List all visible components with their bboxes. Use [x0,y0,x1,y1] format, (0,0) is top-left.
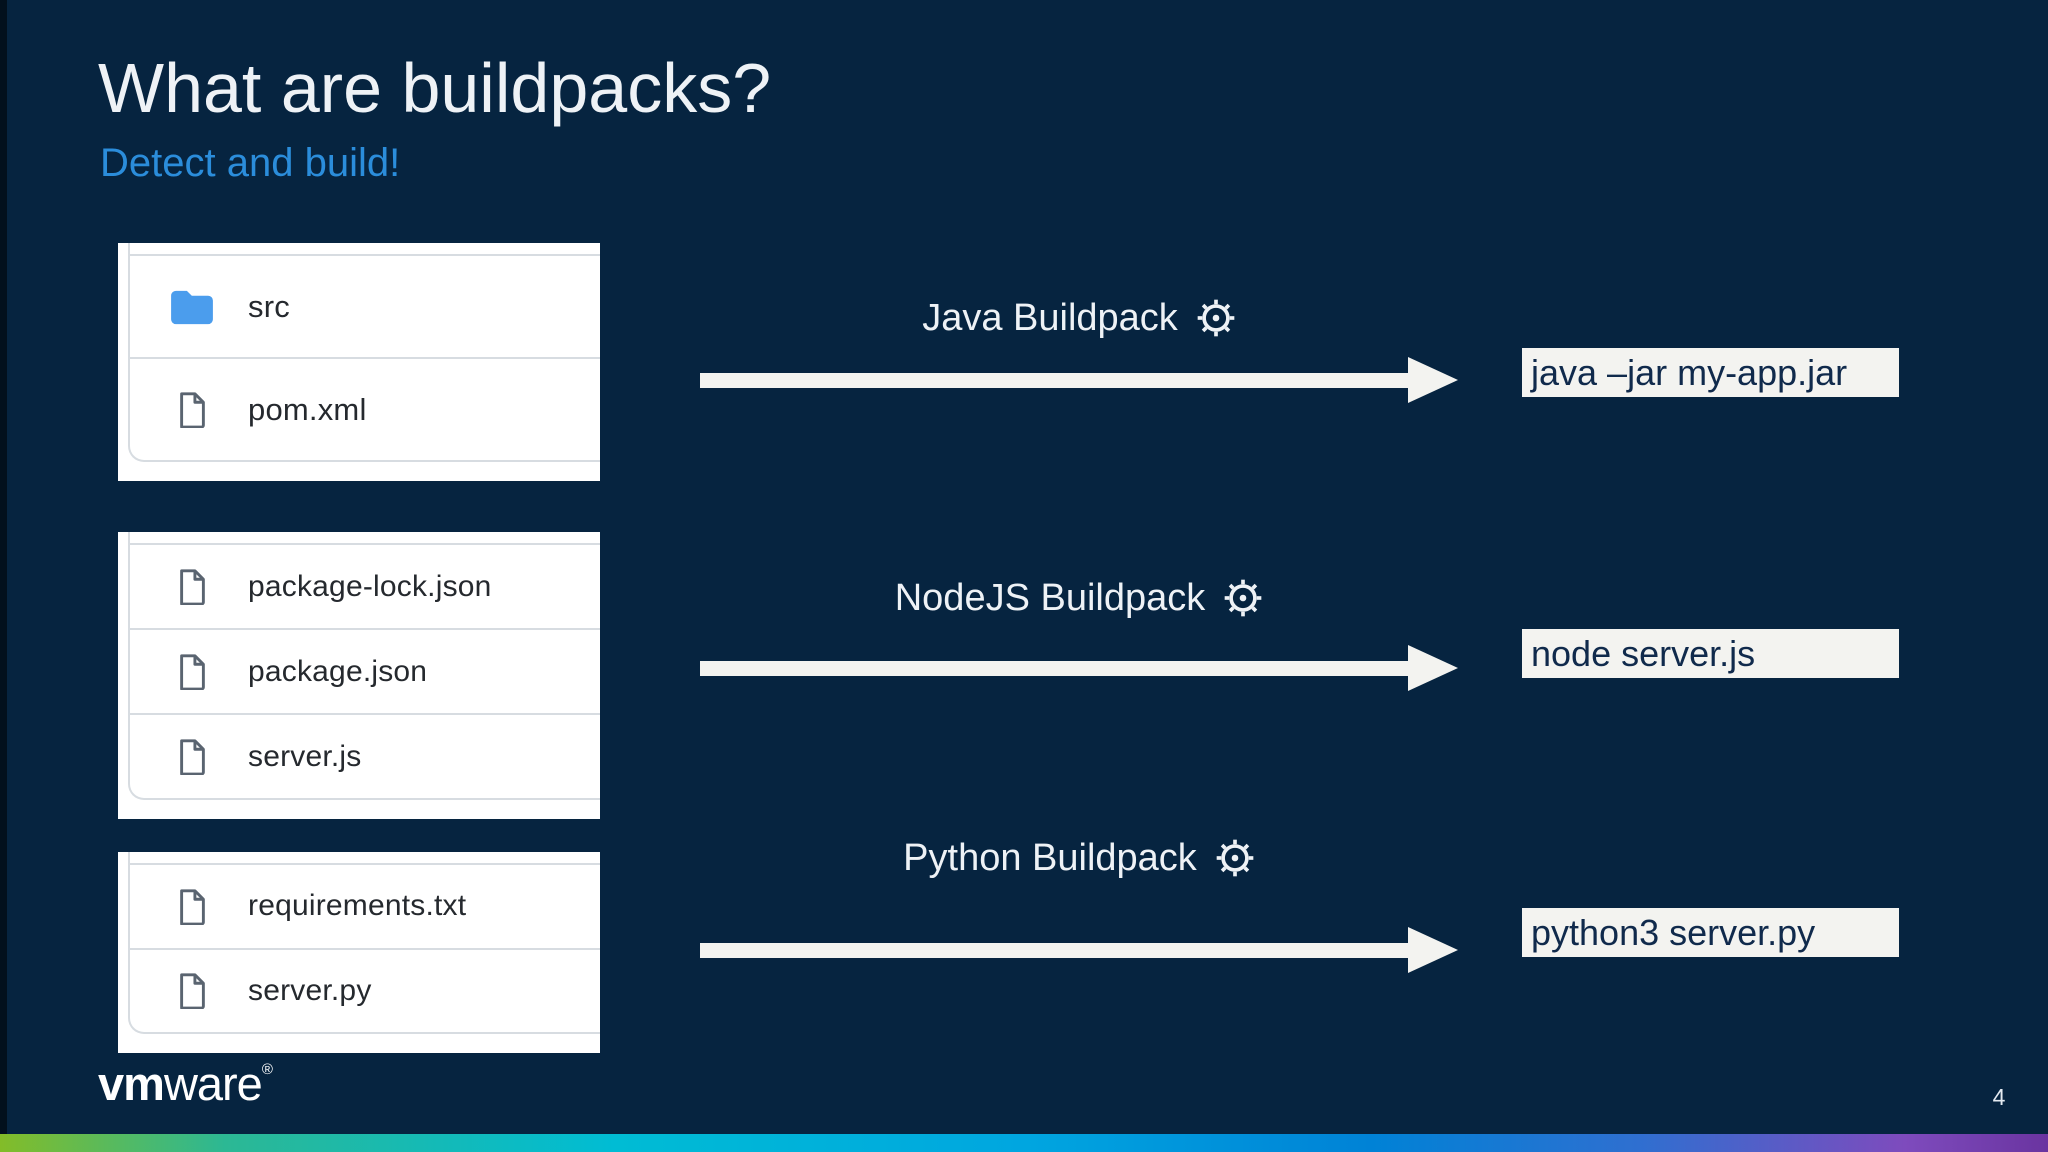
file-name: server.py [248,973,372,1007]
arrow-head [1408,645,1458,691]
file-row-src: src [130,256,600,359]
arrow-shaft [700,661,1408,676]
vmware-logo: vmware® [98,1056,273,1111]
file-row-requirements: requirements.txt [130,865,600,950]
file-name: package.json [248,654,428,688]
file-icon [168,888,216,925]
buildpack-name: Java Buildpack [922,296,1178,339]
file-list-card-python: requirements.txt server.py [118,852,600,1053]
file-icon [168,391,216,428]
file-list-card-nodejs: package-lock.json package.json [118,532,600,819]
file-icon [168,568,216,605]
buildpack-label-java: Java Buildpack [700,295,1460,341]
file-icon [168,738,216,775]
arrow-nodejs [700,645,1458,691]
arrow-shaft [700,373,1408,388]
command-text: node server.js [1531,632,1756,674]
command-box-java: java –jar my-app.jar [1522,348,1899,397]
file-icon [168,653,216,690]
file-row-package-lock: package-lock.json [130,545,600,630]
footer-gradient-bar [0,1134,2048,1152]
gear-icon [1194,296,1238,340]
file-name: requirements.txt [248,889,467,923]
buildpack-label-python: Python Buildpack [700,835,1460,881]
command-text: python3 server.py [1531,911,1816,953]
file-list-nodejs: package-lock.json package.json [128,532,600,800]
page-number: 4 [1992,1084,2006,1110]
arrow-head [1408,927,1458,973]
cropped-row-sliver [130,243,600,256]
page-title: What are buildpacks? [98,49,772,127]
file-name: package-lock.json [248,569,492,603]
file-list-card-java: src pom.xml [118,243,600,481]
arrow-head [1408,357,1458,403]
file-row-server-py: server.py [130,950,600,1033]
arrow-shaft [700,943,1408,958]
cropped-row-sliver [130,532,600,545]
file-icon [168,972,216,1010]
buildpack-name: NodeJS Buildpack [894,576,1206,619]
buildpack-name: Python Buildpack [903,836,1197,879]
vmware-logo-ware: ware [163,1057,263,1110]
file-name: pom.xml [248,391,367,427]
registered-mark: ® [261,1061,273,1078]
file-row-package-json: package.json [130,630,600,715]
command-box-python: python3 server.py [1522,908,1899,957]
file-row-pom-xml: pom.xml [130,359,600,460]
file-name: server.js [248,739,362,773]
arrow-python [700,927,1458,973]
file-list-java: src pom.xml [128,243,600,462]
left-edge-strip [0,0,7,1152]
vmware-logo-vm: vm [98,1057,165,1110]
gear-icon [1221,576,1265,620]
command-box-nodejs: node server.js [1522,629,1899,678]
file-row-server-js: server.js [130,715,600,798]
arrow-java [700,357,1458,403]
command-text: java –jar my-app.jar [1531,351,1848,393]
page-subtitle: Detect and build! [100,141,401,185]
cropped-row-sliver [130,852,600,865]
file-list-python: requirements.txt server.py [128,852,600,1034]
folder-icon [168,288,216,326]
file-name: src [248,288,290,324]
gear-icon [1213,836,1257,880]
buildpack-label-nodejs: NodeJS Buildpack [700,575,1460,621]
